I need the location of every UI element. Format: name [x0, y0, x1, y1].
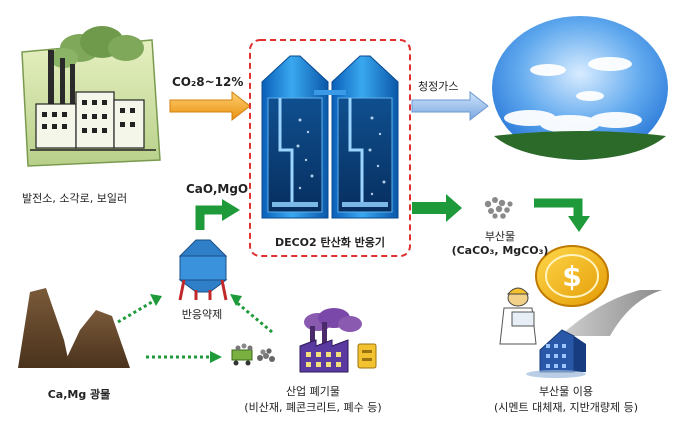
use-detail: (시멘트 대체재, 지반개량제 등) — [493, 401, 638, 414]
road-icon — [560, 290, 662, 336]
use-title: 부산물 이용 — [538, 385, 594, 398]
power-plant-label: 발전소, 소각로, 보일러 — [22, 192, 128, 205]
dollar-coin-icon: $ — [535, 245, 609, 307]
cao-mgo-label: CaO,MgO — [186, 182, 249, 196]
co2-input-label: CO₂8~12% — [172, 75, 244, 89]
ore-to-waste-dotted-arrow — [146, 351, 222, 363]
byproduct-to-use-arrow — [534, 198, 590, 232]
clean-sky-icon — [492, 16, 668, 160]
byproduct-title: 부산물 — [484, 230, 516, 243]
industrial-waste-icon — [231, 308, 377, 373]
waste-to-reagent-dotted-arrow — [230, 294, 273, 334]
svg-text:$: $ — [562, 260, 581, 293]
mineral-ore-icon — [18, 288, 130, 368]
ore-to-reagent-dotted-arrow — [117, 294, 162, 324]
byproduct-formula: (CaCO₃, MgCO₃) — [451, 244, 549, 257]
reactor-label: DECO2 탄산화 반응기 — [274, 236, 386, 249]
waste-title: 산업 폐기물 — [285, 385, 341, 398]
reactor-tanks-icon — [261, 55, 399, 219]
byproduct-pellets-icon — [484, 197, 513, 219]
reagent-to-reactor-arrow — [195, 199, 240, 230]
power-plant-icon — [21, 26, 161, 167]
worker-icon — [499, 287, 537, 345]
reactor-dashed-box — [249, 39, 411, 257]
co2-arrow — [169, 90, 251, 122]
reagent-tank-icon — [178, 239, 228, 301]
waste-detail: (비산재, 폐콘크리트, 폐수 등) — [244, 401, 382, 414]
reactor-to-byproduct-arrow — [412, 194, 462, 222]
clean-gas-arrow — [411, 90, 489, 122]
ore-label: Ca,Mg 광물 — [47, 388, 111, 401]
reagent-label: 반응약제 — [181, 308, 223, 321]
clean-gas-label: 청정가스 — [418, 80, 459, 93]
building-icon — [526, 329, 586, 378]
